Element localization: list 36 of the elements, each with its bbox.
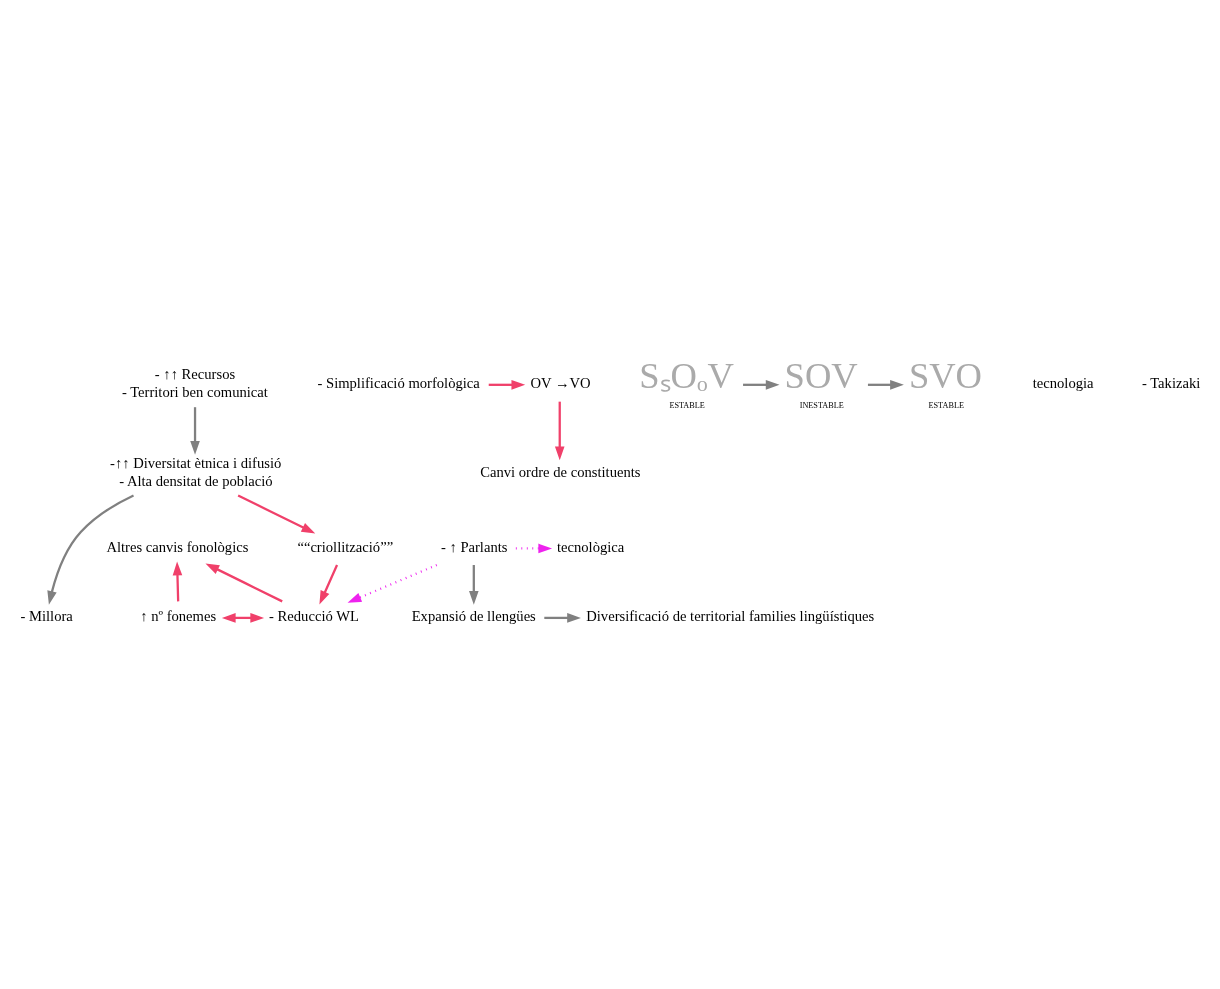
node-label: INESTABLE — [799, 400, 844, 410]
arrow — [867, 380, 904, 390]
node-text: Expansió de llengües — [411, 608, 536, 625]
arrow — [515, 543, 553, 554]
node-text: Altres canvis fonològics — [106, 538, 249, 555]
arrow — [544, 613, 581, 623]
node-text: - Simplificació morfològica — [317, 375, 480, 392]
arrow — [172, 561, 183, 602]
node-text: - Millora — [20, 608, 73, 625]
node-label: ESTABLE — [669, 400, 705, 410]
node-text: SVO — [908, 355, 983, 397]
node-text: -↑↑ Diversitat ètnica i difusió - Alta densitat de població — [110, 454, 282, 490]
node-label: ESTABLE — [928, 400, 964, 410]
node-text: - ↑↑ Recursos - Territori ben comunicat — [121, 366, 268, 401]
arrow — [347, 563, 438, 603]
arrow — [554, 401, 565, 461]
arrow — [47, 494, 134, 605]
label: tecnologia — [1032, 375, 1094, 392]
arrow — [743, 380, 780, 390]
node-text: ↑ nº fonemes — [140, 608, 217, 625]
arrow — [469, 565, 479, 605]
arrow — [205, 563, 283, 603]
node-text: - ↑ Parlants — [440, 538, 508, 555]
label: - Takizaki — [1141, 375, 1201, 392]
node-text: OV →VO — [530, 375, 591, 392]
node-text: ““criollització”” — [297, 538, 394, 555]
node-text: Canvi ordre de constituents — [480, 463, 641, 480]
arrow — [319, 564, 339, 605]
arrow — [237, 494, 316, 534]
node-text: SₛOₒV — [639, 355, 734, 397]
arrow — [190, 407, 200, 455]
node-text: SOV — [784, 355, 858, 397]
arrow — [488, 380, 526, 390]
node-text: tecnològica — [556, 538, 625, 555]
node-text: Diversificació de territorial families lingüístiques — [586, 608, 875, 625]
node-text: - Reducció WL — [269, 608, 359, 625]
